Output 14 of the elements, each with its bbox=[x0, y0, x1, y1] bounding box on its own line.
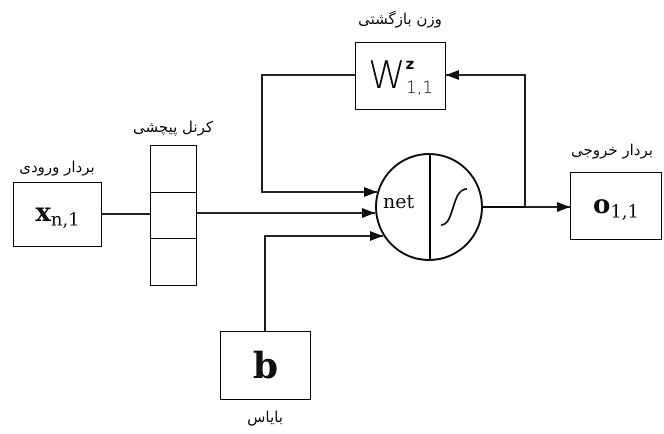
vector-box: x$_{n,1}$ bbox=[13, 182, 102, 247]
arrow bbox=[197, 208, 375, 218]
heading-label: وزن بازگشتی bbox=[358, 10, 442, 28]
arrow bbox=[446, 70, 526, 208]
connector-line bbox=[102, 213, 150, 215]
bias-box: b bbox=[220, 331, 311, 400]
arrow bbox=[261, 74, 377, 197]
heading-label: بردار ورودی bbox=[19, 158, 95, 176]
heading-label: بردار خروجی bbox=[571, 141, 653, 159]
net-label: net bbox=[383, 191, 414, 213]
arrow bbox=[264, 231, 383, 331]
vector-box: o$_{1,1}$ bbox=[570, 172, 662, 240]
heading-label: بایاس bbox=[247, 408, 283, 426]
heading-label: کرنل پیچشی bbox=[133, 118, 213, 136]
